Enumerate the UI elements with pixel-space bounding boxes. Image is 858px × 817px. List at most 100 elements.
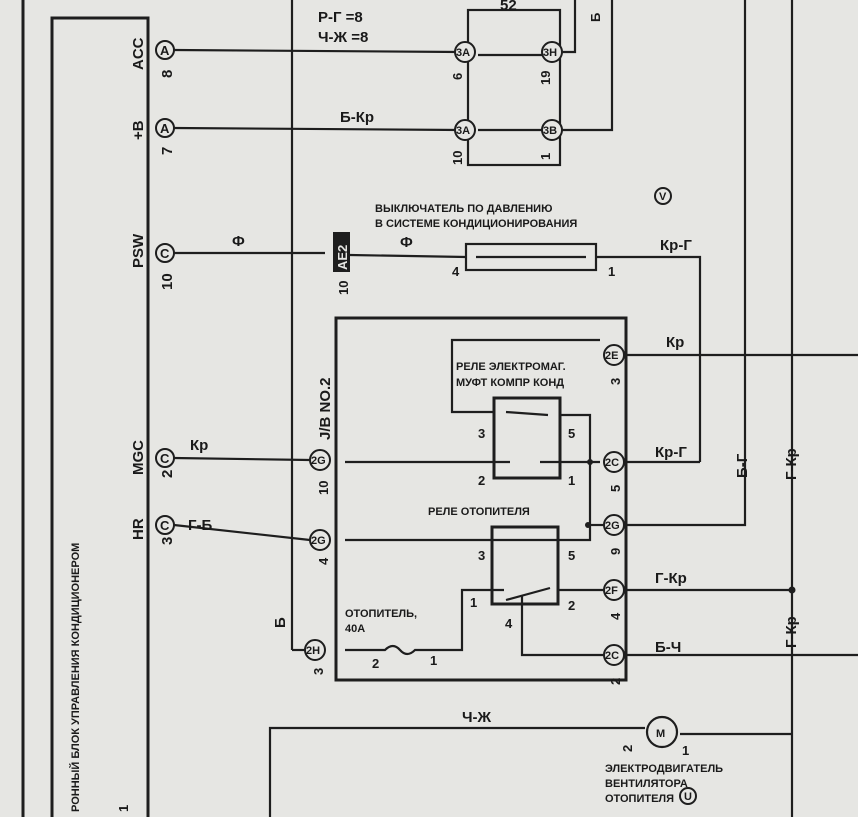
svg-text:2H: 2H	[306, 645, 320, 657]
svg-text:ACC: ACC	[130, 37, 147, 70]
connector-ae2	[333, 232, 350, 272]
svg-text:4: 4	[505, 616, 513, 631]
ecu-pin-hr: HR 3 C	[130, 515, 176, 545]
svg-text:MGC: MGC	[130, 440, 147, 475]
svg-text:3H: 3H	[543, 47, 557, 59]
wire-label-krg1: Кр-Г	[660, 237, 692, 254]
svg-text:9: 9	[608, 548, 623, 555]
junction-block-label: J/B NO.2	[317, 377, 334, 440]
svg-text:2G: 2G	[311, 535, 326, 547]
svg-text:6: 6	[450, 73, 465, 80]
note-rg: Р-Г =8	[318, 9, 363, 26]
svg-text:3: 3	[311, 668, 326, 675]
relay-block-52	[466, 8, 562, 167]
svg-text:AE2: AE2	[335, 245, 350, 270]
wire-label-f1: Ф	[232, 233, 245, 250]
wire-label-f2: Ф	[400, 234, 413, 251]
wire-label-kr2: Кр	[666, 334, 684, 351]
pressure-switch-marker: V	[659, 191, 667, 203]
svg-text:3: 3	[478, 426, 485, 441]
pressure-switch-label-2: В СИСТЕМЕ КОНДИЦИОНИРОВАНИЯ	[375, 218, 577, 230]
svg-text:3A: 3A	[456, 47, 470, 59]
svg-text:2C: 2C	[605, 650, 619, 662]
svg-text:5: 5	[608, 485, 623, 492]
svg-text:1: 1	[470, 595, 477, 610]
motor-label-1: ЭЛЕКТРОДВИГАТЕЛЬ	[605, 763, 723, 775]
svg-text:1: 1	[430, 653, 437, 668]
clutch-relay	[492, 396, 562, 480]
wire-label-gkr1: Г-Кр	[783, 448, 800, 480]
svg-text:4: 4	[608, 612, 623, 620]
svg-text:+B: +B	[130, 120, 147, 140]
svg-text:M: M	[656, 728, 665, 740]
svg-text:7: 7	[159, 147, 176, 155]
svg-text:A: A	[160, 121, 170, 136]
wire-label-gkr3: Г-Кр	[783, 616, 800, 648]
wire-label-kr1: Кр	[190, 437, 208, 454]
svg-text:2: 2	[372, 656, 379, 671]
svg-text:4: 4	[316, 557, 331, 565]
wire-label-bch: Б-Ч	[655, 639, 681, 656]
wire-label-b: Б	[272, 617, 289, 628]
fuse-label: ОТОПИТЕЛЬ,	[345, 608, 417, 620]
svg-text:10: 10	[450, 151, 465, 165]
clutch-relay-label-1: РЕЛЕ ЭЛЕКТРОМАГ.	[456, 361, 566, 373]
svg-text:2C: 2C	[605, 457, 619, 469]
heater-relay	[490, 525, 560, 606]
ecu-pin-acc: ACC 8 A	[130, 37, 176, 78]
svg-text:3: 3	[159, 537, 176, 545]
fuse-40a	[345, 644, 435, 656]
svg-text:2: 2	[568, 598, 575, 613]
wire-label-krg2: Кр-Г	[655, 444, 687, 461]
svg-text:2: 2	[608, 678, 623, 685]
svg-text:2F: 2F	[605, 585, 618, 597]
svg-text:4: 4	[452, 264, 460, 279]
svg-text:3: 3	[478, 548, 485, 563]
svg-text:C: C	[160, 246, 170, 261]
wire-label-b-top: Б	[588, 13, 603, 22]
svg-text:2: 2	[478, 473, 485, 488]
ecu-bottom-num: 1	[116, 805, 131, 812]
wire-label-bkr: Б-Кр	[340, 109, 374, 126]
clutch-relay-label-2: МУФТ КОМПР КОНД	[456, 377, 564, 389]
svg-text:3: 3	[608, 378, 623, 385]
motor-label-2: ВЕНТИЛЯТОРА	[605, 778, 688, 790]
svg-text:2G: 2G	[605, 520, 620, 532]
svg-text:HR: HR	[130, 518, 147, 540]
relay-block-label: 52	[500, 0, 517, 14]
note-chzh: Ч-Ж =8	[318, 29, 368, 46]
ecu-pin-b: +B 7 A	[130, 118, 176, 155]
svg-text:2: 2	[159, 470, 176, 478]
motor-marker: U	[684, 791, 692, 803]
jb-right-pins: 2E 3 2C 5 2G 9 2F 4 2C 2	[603, 344, 625, 685]
wire-label-gb: Г-Б	[188, 517, 212, 534]
svg-text:10: 10	[159, 273, 176, 290]
svg-text:PSW: PSW	[130, 233, 147, 268]
relay-block-pins: 3A 6 3H 19 3A 10 3B 1	[450, 41, 563, 165]
svg-text:5: 5	[568, 426, 575, 441]
svg-text:C: C	[160, 451, 170, 466]
svg-text:10: 10	[316, 481, 331, 495]
svg-text:19: 19	[538, 71, 553, 85]
svg-text:5: 5	[568, 548, 575, 563]
svg-text:C: C	[160, 518, 170, 533]
wire-label-bg: Б-Г	[734, 453, 751, 478]
svg-text:A: A	[160, 43, 170, 58]
svg-text:2: 2	[620, 745, 635, 752]
ecu-title: РОННЫЙ БЛОК УПРАВЛЕНИЯ КОНДИЦИОНЕРОМ	[69, 543, 82, 812]
svg-text:8: 8	[159, 70, 176, 78]
motor-label-3: ОТОПИТЕЛЯ	[605, 793, 674, 805]
wire-label-chzh: Ч-Ж	[462, 709, 492, 726]
fuse-rating: 40А	[345, 623, 365, 635]
junction-block	[334, 316, 628, 682]
ecu-pin-mgc: MGC 2 C	[130, 440, 176, 478]
svg-text:1: 1	[568, 473, 575, 488]
ecu-pin-psw: PSW 10 C	[130, 233, 176, 290]
ecu-block	[50, 16, 150, 817]
svg-text:2E: 2E	[605, 350, 618, 362]
svg-text:1: 1	[682, 743, 689, 758]
svg-text:3A: 3A	[456, 125, 470, 137]
svg-text:1: 1	[608, 264, 615, 279]
